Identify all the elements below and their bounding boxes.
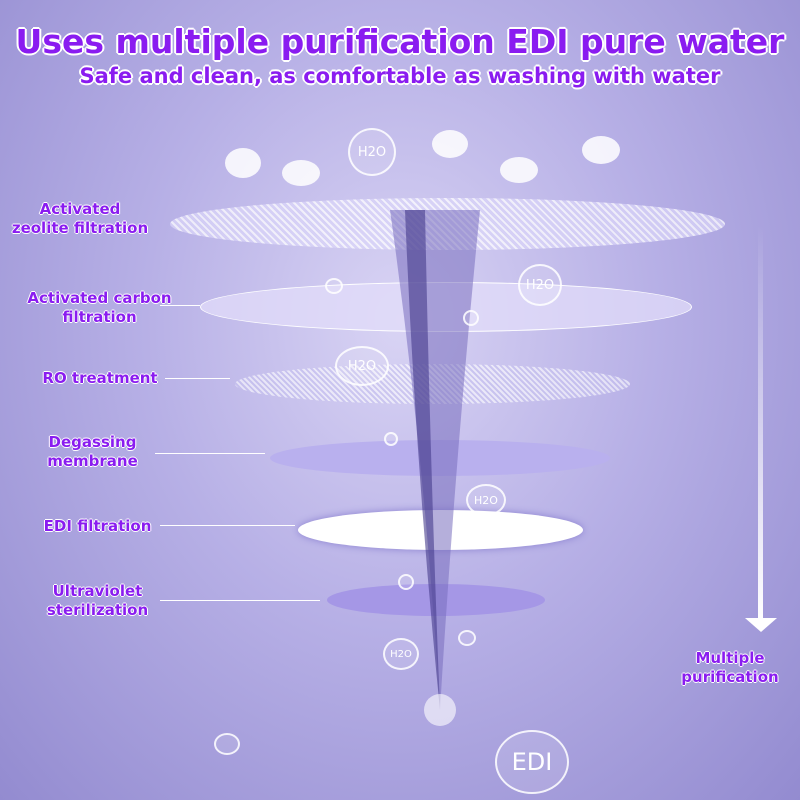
leader-line (160, 525, 295, 526)
pill-icon (432, 130, 468, 158)
small-bubble (458, 630, 476, 646)
h2o-bubble: H2O (348, 128, 396, 176)
small-bubble (463, 310, 479, 326)
arrowhead-icon (745, 618, 777, 632)
pill-icon (500, 157, 538, 183)
stage-label-zeolite: Activated zeolite filtration (11, 200, 149, 237)
leader-line (155, 453, 265, 454)
stage-label-uv: Ultraviolet sterilization (46, 582, 149, 619)
leader-line (160, 305, 200, 306)
leader-line (165, 378, 230, 379)
h2o-bubble: H2O (518, 264, 562, 306)
small-bubble (325, 278, 343, 294)
small-bubble (384, 432, 398, 446)
water-stream (390, 210, 480, 726)
pill-icon (225, 148, 261, 178)
down-arrow-icon (758, 225, 763, 620)
edi-badge: EDI (495, 730, 569, 794)
small-bubble (398, 574, 414, 590)
side-label: Multiple purification (681, 649, 779, 686)
pill-icon (582, 136, 620, 164)
stage-label-edi: EDI filtration (43, 517, 152, 535)
small-bubble (214, 733, 240, 755)
stage-label-ro: RO treatment (42, 369, 158, 387)
page-subtitle: Safe and clean, as comfortable as washin… (79, 64, 721, 88)
h2o-bubble: H2O (335, 346, 389, 386)
stage-label-carbon: Activated carbon filtration (27, 289, 172, 326)
page-title: Uses multiple purification EDI pure wate… (15, 22, 785, 61)
stage-label-degassing: Degassing membrane (47, 433, 138, 470)
pill-icon (282, 160, 320, 186)
h2o-bubble: H2O (466, 484, 506, 516)
leader-line (160, 600, 320, 601)
h2o-bubble: H2O (383, 638, 419, 670)
